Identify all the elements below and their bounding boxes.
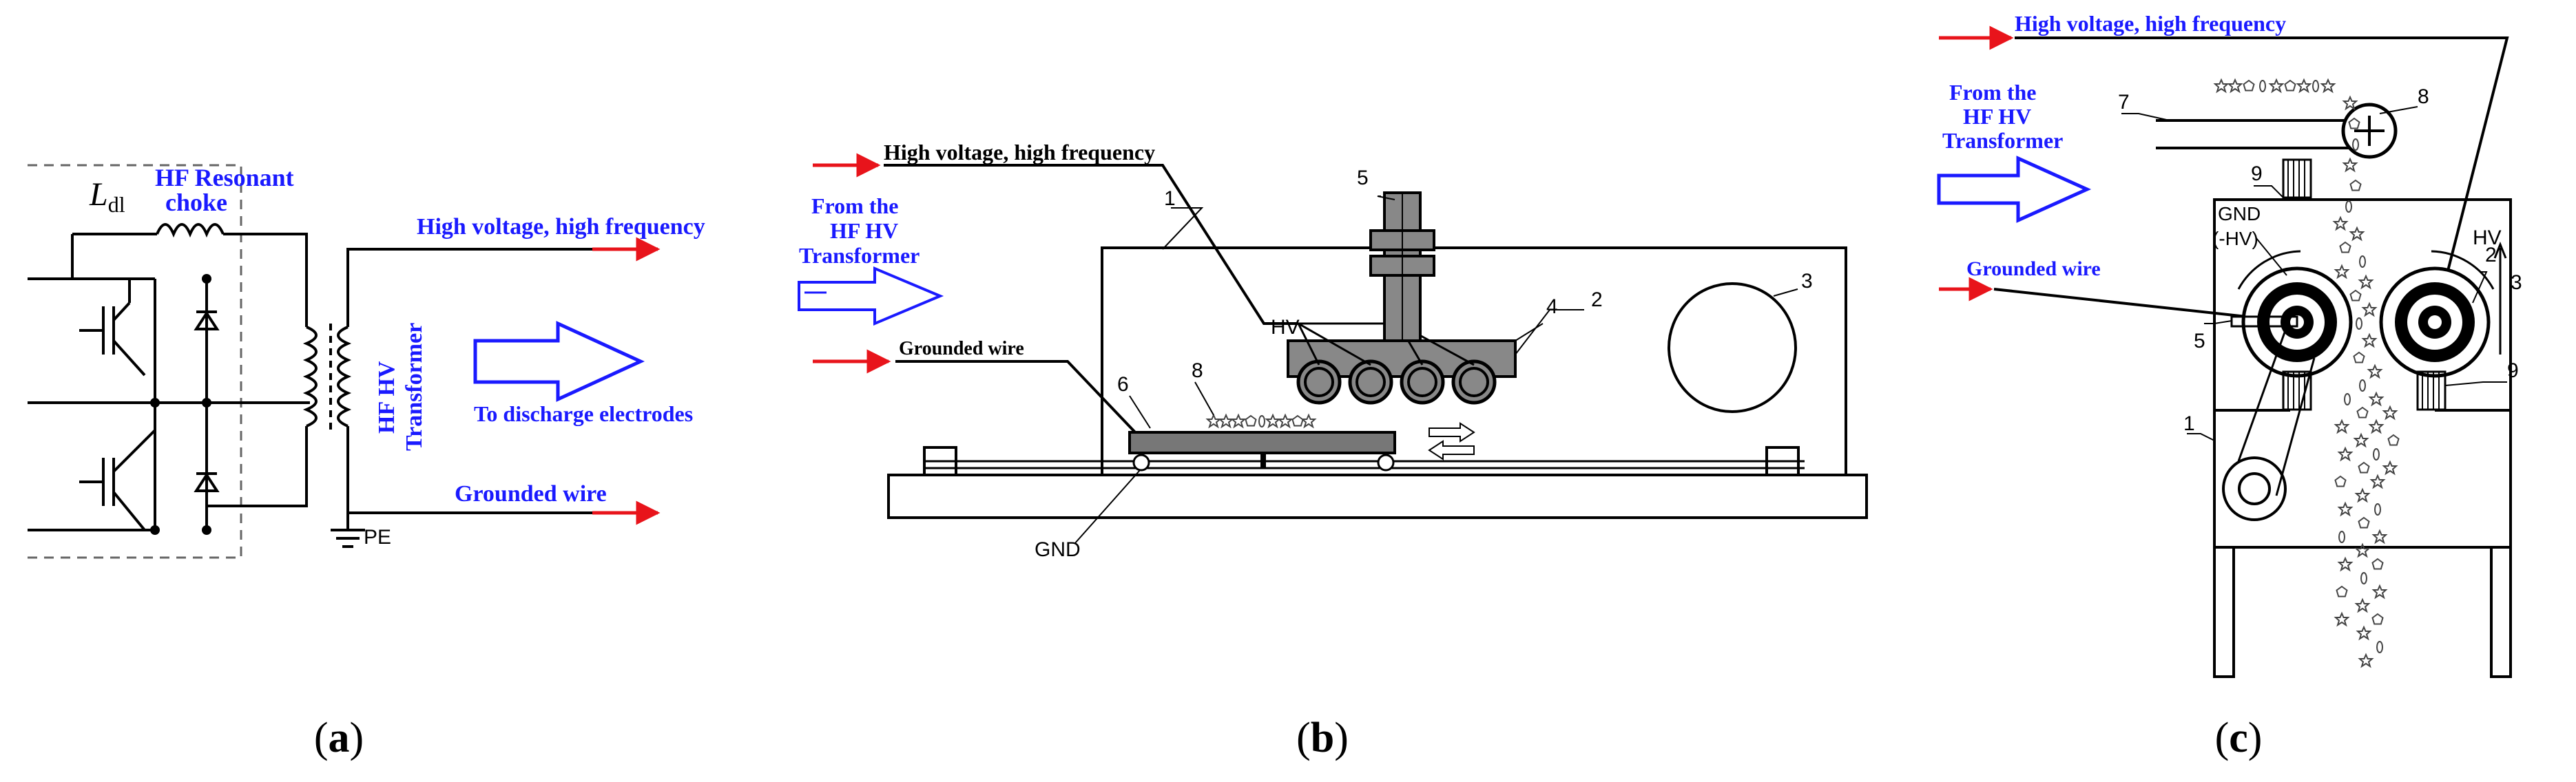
- electrodes: [1296, 359, 1497, 405]
- base-plate: [887, 474, 1868, 519]
- label-b-3: 3: [1801, 270, 1813, 293]
- choke-symbol: Ldl: [89, 176, 125, 217]
- from-transformer-arrow: [798, 266, 944, 326]
- transformer-secondary-coil: [337, 326, 352, 427]
- ground-icon: [331, 529, 365, 548]
- label-c-5: 5: [2194, 330, 2205, 352]
- panel-a: Ldl HF Resonant choke High voltage, high…: [28, 164, 705, 761]
- leg-right: [2490, 546, 2512, 678]
- from-label-c-line2: HF HV: [1963, 104, 2031, 129]
- gnd-label-b: GND: [1035, 538, 1081, 561]
- hv-input-label: High voltage, high frequency: [884, 140, 1155, 165]
- resonant-choke-coil: [156, 223, 225, 238]
- leg-left: [2213, 546, 2235, 678]
- label-c-1: 1: [2183, 412, 2195, 435]
- gnd-sub-label-c: (-HV): [2212, 228, 2258, 249]
- label-c-9-right: 9: [2507, 359, 2519, 382]
- label-c-3: 3: [2511, 271, 2522, 294]
- label-c-9-top: 9: [2251, 162, 2263, 185]
- label-b-8: 8: [1192, 359, 1203, 382]
- transformer-label-line2: Transformer: [402, 323, 427, 451]
- from-transformer-arrow-c: [1937, 156, 2092, 223]
- motion-arrow: [1428, 422, 1475, 461]
- roller-right: [2379, 266, 2491, 378]
- label-b-4: 4: [1546, 295, 1558, 318]
- label-b-5: 5: [1357, 167, 1369, 189]
- label-b-2: 2: [1591, 288, 1603, 311]
- panel-c: High voltage, high frequency From the HF…: [1937, 11, 2522, 761]
- hv-output-label: High voltage, high frequency: [417, 214, 705, 240]
- discharge-arrow: [473, 321, 645, 402]
- label-c-8: 8: [2418, 85, 2429, 108]
- label-b-1: 1: [1164, 187, 1176, 210]
- choke-label-line1: HF Resonant: [155, 164, 294, 191]
- sample-plate: [1128, 431, 1396, 454]
- hv-input-label-c: High voltage, high frequency: [2015, 11, 2286, 36]
- transformer-label-line1: HF HV: [374, 361, 399, 434]
- grounded-wire-label-c: Grounded wire: [1966, 257, 2101, 280]
- choke-label-line2: choke: [165, 189, 227, 216]
- transformer-primary-coil: [302, 326, 318, 427]
- caption-b: (b): [1296, 715, 1349, 761]
- panel-b: High voltage, high frequency From the HF…: [798, 140, 1868, 761]
- from-label-line1: From the: [811, 193, 898, 218]
- inverter-enclosure: [28, 164, 242, 559]
- separator-housing: [2213, 198, 2512, 549]
- gnd-label-c: GND: [2218, 203, 2261, 224]
- hv-label-c: HV: [2473, 226, 2502, 249]
- label-c-7: 7: [2118, 91, 2130, 114]
- label-b-6: 6: [1117, 373, 1129, 396]
- grounded-wire-label-b: Grounded wire: [899, 338, 1024, 359]
- from-label-line2: HF HV: [830, 218, 898, 243]
- pe-label: PE: [364, 526, 391, 549]
- diode-upper: [194, 310, 220, 330]
- from-label-c-line1: From the: [1949, 80, 2036, 105]
- from-label-line3: Transformer: [799, 243, 920, 268]
- particles-b: [1207, 414, 1316, 427]
- viewing-window: [1668, 282, 1797, 413]
- from-label-c-line3: Transformer: [1942, 128, 2063, 153]
- diode-lower: [194, 472, 220, 492]
- igbt-half-bridge: [28, 277, 310, 531]
- label-c-2: 2: [2485, 244, 2497, 266]
- grounded-wire-label: Grounded wire: [455, 481, 607, 507]
- hv-label-b: HV: [1271, 316, 1300, 339]
- discharge-arrow-label: To discharge electrodes: [474, 401, 693, 426]
- caption-a: (a): [314, 715, 364, 761]
- caption-c: (c): [2215, 715, 2263, 761]
